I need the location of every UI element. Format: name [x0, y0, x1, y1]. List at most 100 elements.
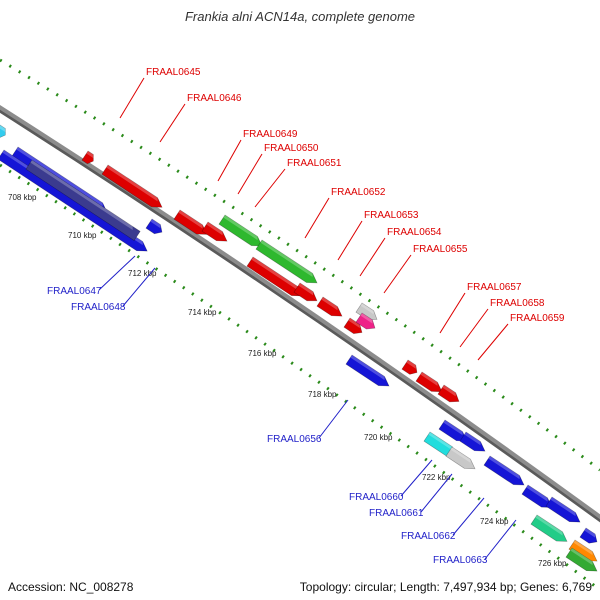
gene-arrow [145, 218, 163, 235]
gene-arrow [201, 221, 228, 242]
tick-label: 722 kbp [422, 473, 451, 482]
gene-label-forward: FRAAL0654 [387, 227, 442, 238]
leader-line [459, 308, 489, 348]
gene-arrow [81, 150, 94, 165]
gene-arrow-body [445, 446, 476, 470]
gene-arrow-shine [178, 210, 203, 229]
leader-line [452, 497, 485, 536]
gene-arrow-body [345, 354, 390, 387]
gene-arrow-body [565, 547, 598, 572]
gene-arrow-shine [348, 318, 360, 329]
gene-arrow [25, 159, 141, 241]
leader-line [420, 473, 453, 513]
leader-line [383, 254, 412, 294]
gene-arrow [0, 124, 6, 139]
gene-labels: FRAAL0645FRAAL0646FRAAL0649FRAAL0650FRAA… [47, 67, 565, 566]
gene-arrow-body [437, 384, 460, 403]
gene-arrow-body [145, 218, 163, 235]
gene-arrow-body [293, 282, 318, 302]
gene-arrow [293, 282, 318, 302]
gene-arrow-body [521, 484, 553, 508]
gene-label-forward: FRAAL0657 [467, 282, 522, 293]
gene-arrow-shine [442, 385, 456, 397]
gene-arrow-body [568, 539, 598, 562]
guide-inner [0, 163, 600, 592]
gene-arrow-shine [206, 222, 223, 236]
leader-line [119, 77, 145, 119]
gene-arrow-shine [360, 303, 374, 315]
gene-arrow-body [81, 150, 94, 165]
gene-arrow-shine [350, 355, 385, 381]
gene-arrow-body [459, 431, 486, 452]
gene-arrow [565, 547, 598, 572]
tick-label: 712 kbp [128, 269, 157, 278]
gene-arrow [445, 446, 476, 470]
tick-label: 726 kbp [538, 559, 567, 568]
gene-arrow [415, 371, 443, 393]
gene-arrow-body [201, 221, 228, 242]
gene-arrow [437, 384, 460, 403]
gene-arrow [246, 256, 303, 297]
gene-arrow [355, 302, 378, 321]
gene-arrow-body [218, 214, 263, 247]
gene-label-reverse: FRAAL0661 [369, 508, 424, 519]
gene-arrow-shine [428, 432, 453, 451]
gene-arrow [101, 164, 163, 208]
gene-arrow-shine [223, 215, 258, 241]
tick-label: 708 kbp [8, 193, 37, 202]
backbone-line [0, 104, 600, 520]
gene-arrow [579, 527, 598, 544]
gene-arrow [345, 354, 390, 387]
gene-arrow-shine [584, 528, 596, 538]
gene-arrow [459, 431, 486, 452]
gene-arrow-body [246, 256, 303, 297]
gene-label-forward: FRAAL0655 [413, 244, 468, 255]
leader-line [98, 255, 136, 291]
label-leaders [98, 77, 517, 560]
genome-summary: Topology: circular; Length: 7,497,934 bp… [299, 580, 592, 594]
leader-line [159, 103, 186, 143]
gene-arrow-shine [450, 447, 471, 463]
gene-label-reverse: FRAAL0660 [349, 492, 404, 503]
gene-arrow [401, 359, 418, 375]
gene-arrow [218, 214, 263, 247]
gene-arrow-shine [251, 257, 298, 291]
gene-label-forward: FRAAL0652 [331, 187, 386, 198]
gene-arrow-shine [106, 165, 158, 202]
gene-arrow-shine [260, 240, 313, 277]
gene-label-forward: FRAAL0645 [146, 67, 201, 78]
gene-arrow [483, 455, 525, 486]
gene-label-forward: FRAAL0650 [264, 143, 319, 154]
gene-arrow-shine [16, 147, 103, 207]
gene-label-forward: FRAAL0658 [490, 298, 545, 309]
tick-label: 710 kbp [68, 231, 97, 240]
tick-label: 716 kbp [248, 349, 277, 358]
tick-label: 718 kbp [308, 390, 337, 399]
gene-arrow [316, 296, 343, 317]
gene-arrow-body [483, 455, 525, 486]
gene-arrow-shine [573, 540, 593, 556]
gene-arrow-shine [570, 548, 593, 566]
tick-label: 724 kbp [480, 517, 509, 526]
gene-arrow-body [101, 164, 163, 208]
gene-arrow-body [415, 371, 443, 393]
gene-label-forward: FRAAL0646 [187, 93, 242, 104]
gene-arrow-body [579, 527, 598, 544]
leader-line [337, 220, 363, 261]
gene-arrow-body [401, 359, 418, 375]
gene-arrow-shine [420, 372, 438, 386]
gene-arrow-body [25, 159, 141, 241]
guide-lines [0, 58, 600, 592]
gene-arrow-shine [0, 125, 6, 133]
leader-line [254, 168, 286, 208]
leader-line [122, 267, 156, 307]
gene-label-reverse: FRAAL0656 [267, 434, 322, 445]
gene-arrow [530, 514, 568, 542]
gene-arrow [173, 209, 208, 235]
gene-arrow [521, 484, 553, 508]
gene-arrow-body [355, 312, 376, 330]
leader-line [477, 323, 509, 361]
gene-label-forward: FRAAL0653 [364, 210, 419, 221]
gene-arrow-shine [550, 497, 576, 517]
